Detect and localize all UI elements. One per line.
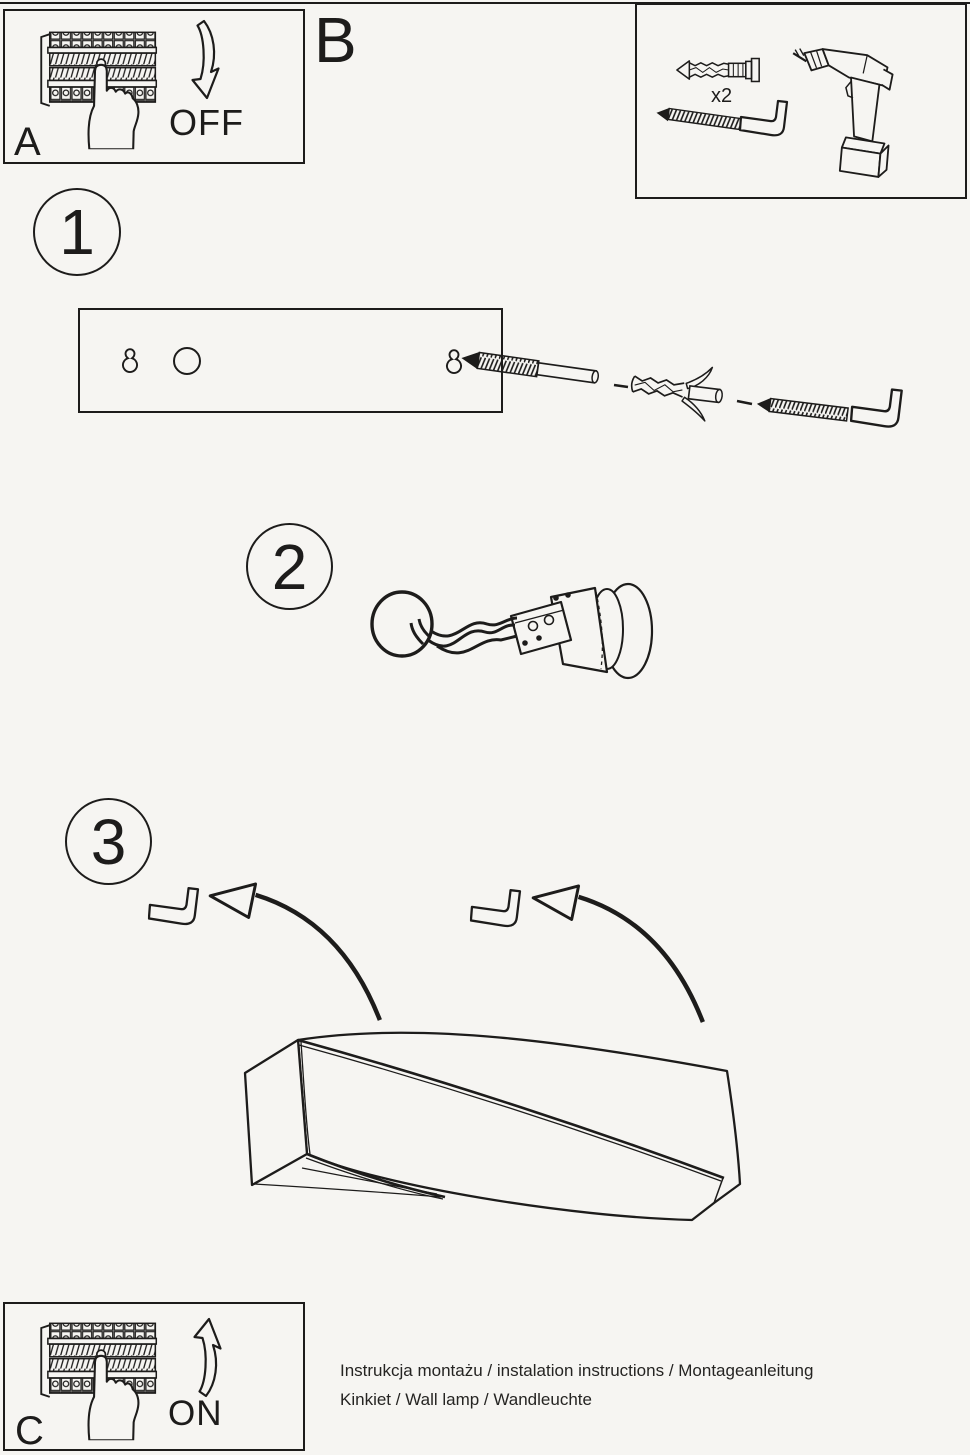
l-hook-right-icon [468, 886, 526, 934]
screw-plug-hook-assembly [461, 351, 903, 428]
box-a-power-off: A OFF [3, 9, 305, 164]
curved-arrow-off-icon [173, 19, 225, 105]
dash-separator [736, 399, 753, 406]
keyhole-slot-right-icon [446, 349, 462, 374]
wire [427, 623, 516, 648]
box-b-hardware: x2 [635, 3, 967, 199]
power-off-label: OFF [169, 102, 244, 143]
step-2-badge: 2 [246, 523, 333, 610]
hook-screw-assembly-icon [756, 388, 903, 428]
footer-text: Instrukcja montażu / instalation instruc… [340, 1356, 940, 1414]
cable-hole [173, 347, 201, 375]
hook-screw-icon [656, 99, 789, 137]
curved-arrow-on-icon [175, 1312, 227, 1398]
wall-plug-expansion-icon [630, 366, 723, 422]
screw-icon [461, 351, 600, 384]
circuit-breaker-finger-icon [29, 1315, 161, 1441]
keyhole-slot-left-icon [122, 348, 138, 373]
step-2-number: 2 [271, 530, 308, 603]
box-c-power-on: C ON [3, 1302, 305, 1451]
step-3-badge: 3 [65, 798, 152, 885]
l-hook-left-icon [146, 884, 204, 932]
lamp-socket-icon [370, 582, 654, 680]
drill-icon [792, 48, 894, 178]
wall-lamp-body [243, 1031, 742, 1222]
swing-arrow-left-icon [206, 882, 388, 1028]
hardware-quantity: x2 [711, 85, 733, 107]
footer-line-2: Kinkiet / Wall lamp / Wandleuchte [340, 1390, 592, 1409]
wire [430, 616, 518, 638]
step-3-number: 3 [90, 805, 127, 878]
box-b-label: B [314, 4, 357, 76]
page-top-rule [0, 2, 970, 4]
box-a-label: A [14, 120, 41, 164]
swing-arrow-right-icon [529, 884, 711, 1030]
step-1-badge: 1 [33, 188, 121, 276]
step-1-number: 1 [59, 196, 95, 268]
wall-plug-icon [676, 57, 760, 83]
power-on-label: ON [168, 1394, 223, 1433]
box-c-label: C [15, 1409, 44, 1453]
dash-separator [613, 383, 629, 389]
footer-line-1: Instrukcja montażu / instalation instruc… [340, 1361, 814, 1380]
wire [436, 634, 518, 655]
wire-loop-icon [370, 590, 434, 658]
circuit-breaker-finger-icon [29, 24, 161, 150]
mounting-plate [78, 308, 503, 413]
